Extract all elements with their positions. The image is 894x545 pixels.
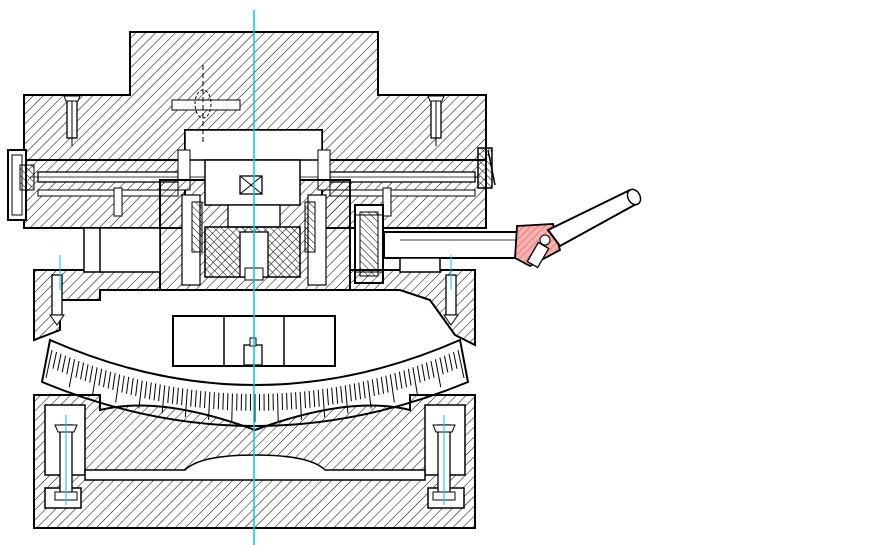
scale-tick <box>68 359 76 388</box>
scale-tick <box>340 386 343 404</box>
scale-tick <box>181 388 184 406</box>
scale-tick <box>448 353 453 371</box>
scale-tick <box>84 364 89 382</box>
scale-tick <box>362 381 366 399</box>
scale-tick <box>217 392 220 410</box>
scale-tick <box>358 382 362 400</box>
scale-tick <box>203 391 206 409</box>
scale-ticks <box>45 349 465 422</box>
scale-tick <box>425 362 430 380</box>
scale-tick <box>194 390 197 408</box>
scale-tick <box>52 351 58 369</box>
scale-tick <box>135 379 139 397</box>
scale-tick <box>367 380 372 409</box>
scale-tick <box>380 376 385 394</box>
central-mechanism <box>159 159 351 291</box>
scale-tick <box>125 376 130 394</box>
scale-tick <box>176 387 179 405</box>
scale-tick <box>190 389 193 407</box>
scale-tick <box>199 390 202 408</box>
scale-tick <box>403 370 408 388</box>
scale-tick <box>102 370 107 388</box>
scale-tick <box>66 357 71 375</box>
scale-tick <box>308 390 311 408</box>
scale-tick <box>430 360 435 378</box>
scale-tick <box>130 378 134 396</box>
scale-tick <box>158 384 161 402</box>
scale-tick <box>385 375 389 393</box>
scale-tick <box>277 393 279 422</box>
scale-tick <box>407 368 412 386</box>
scale-tick <box>376 378 380 396</box>
scale-tick <box>286 392 288 410</box>
scale-tick <box>317 389 320 407</box>
scale-tick <box>304 391 307 409</box>
scale-tick <box>331 387 334 405</box>
middle-slide-plate <box>23 159 487 229</box>
scale-tick <box>416 365 421 383</box>
crank-handle <box>514 188 642 269</box>
scale-tick <box>91 367 98 396</box>
scale-tick <box>389 374 395 403</box>
scale-tick <box>231 393 233 422</box>
scale-tick <box>412 367 419 396</box>
scale-tick <box>167 386 170 404</box>
scale-tick <box>295 392 297 410</box>
scale-tick <box>290 392 293 410</box>
scale-tick <box>107 371 112 389</box>
top-right-bolt <box>427 95 445 146</box>
lower-housing <box>33 227 476 347</box>
scale-tick <box>434 359 442 388</box>
scale-tick <box>61 355 67 373</box>
scale-tick <box>371 379 375 397</box>
scale-tick <box>421 364 426 382</box>
scale-tick <box>443 355 449 373</box>
scale-tick <box>349 384 352 402</box>
scale-tick <box>394 373 398 390</box>
scale-tick <box>138 380 143 409</box>
scale-tick <box>452 351 458 369</box>
scale-tick <box>222 392 224 410</box>
top-left-bolt <box>63 95 81 146</box>
scale-tick <box>353 383 357 401</box>
lower-left-bolt <box>49 274 65 326</box>
scale-tick <box>335 386 339 404</box>
scale-tick <box>144 381 148 399</box>
scale-tick <box>171 386 175 404</box>
scale-tick <box>89 365 94 383</box>
scale-tick <box>57 353 62 371</box>
left-side-handle <box>7 149 35 221</box>
scale-tick <box>326 388 329 406</box>
scale-tick <box>153 383 157 401</box>
scale-tick <box>439 357 444 375</box>
right-side-handle <box>477 147 496 189</box>
scale-tick <box>115 374 121 403</box>
scale-tick <box>112 373 116 390</box>
scale-tick <box>80 362 85 380</box>
upper-housing <box>23 31 487 161</box>
scale-tick <box>98 368 103 386</box>
centerlines <box>59 10 452 545</box>
scale-tick <box>213 392 215 410</box>
scale-tick <box>121 375 125 393</box>
scale-tick <box>313 390 316 408</box>
scale-tick <box>148 382 152 400</box>
scale-tick <box>457 349 465 379</box>
drive-shaft <box>383 231 525 259</box>
scale-tick <box>75 360 80 378</box>
scale-tick <box>398 371 403 389</box>
scale-tick <box>45 349 53 379</box>
